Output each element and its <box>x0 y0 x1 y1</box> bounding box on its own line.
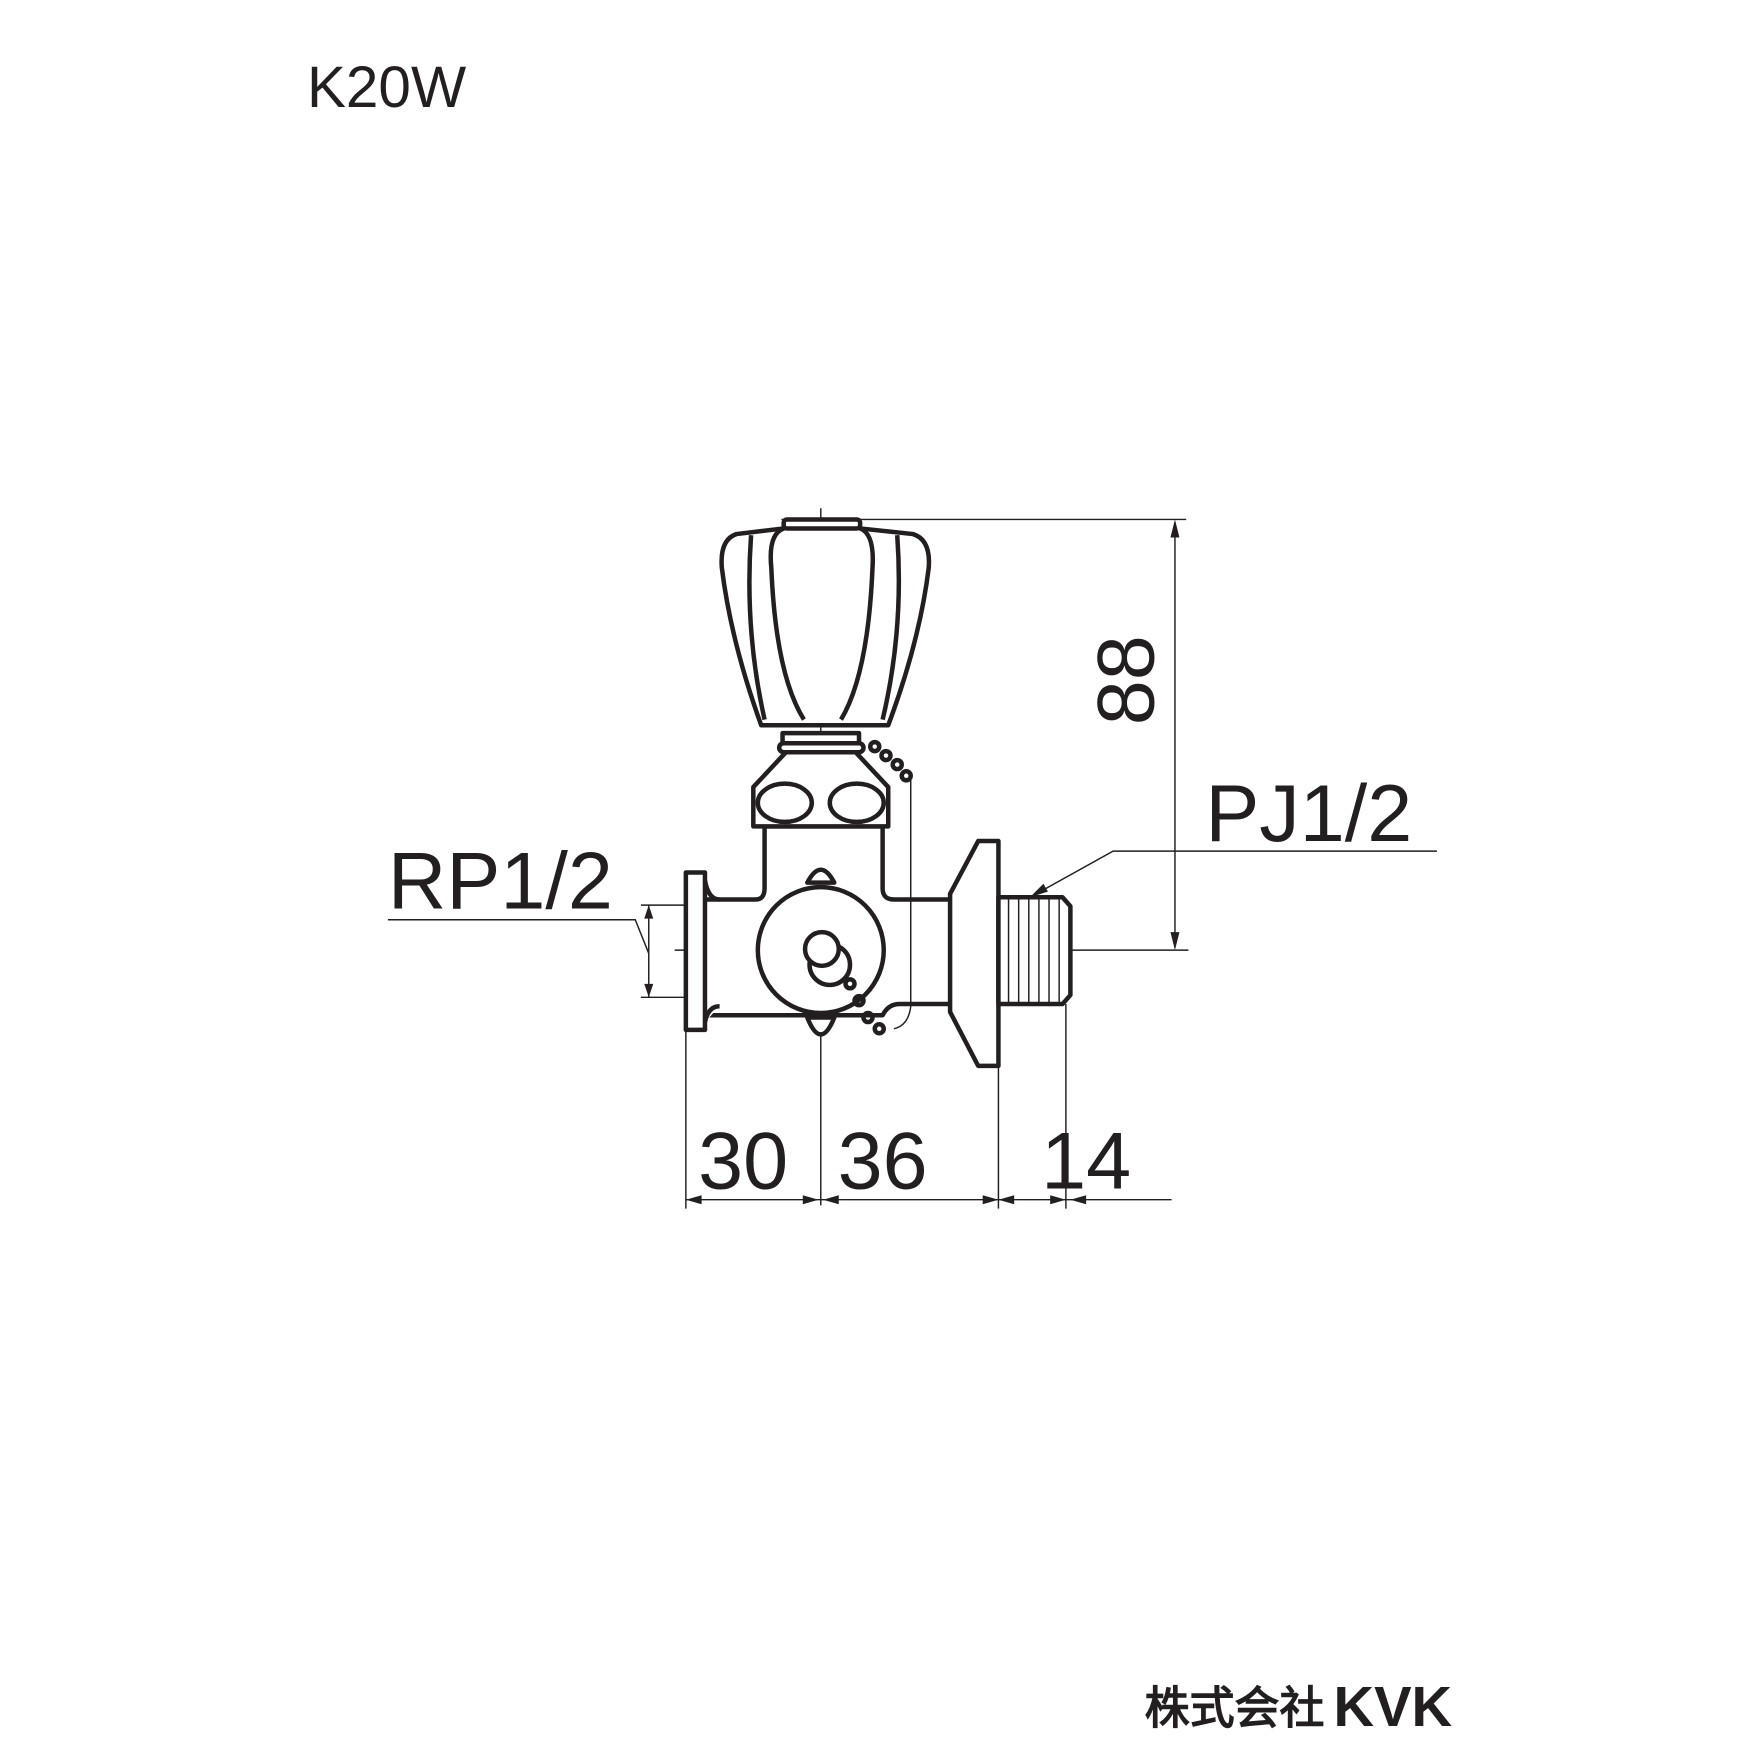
handle-knob <box>719 517 932 728</box>
brand-name: KVK <box>1333 1675 1452 1738</box>
inlet-thread-label: RP1/2 <box>388 836 613 926</box>
hex-nut <box>751 748 891 829</box>
inlet-label: RP1/2 <box>387 836 686 999</box>
collar <box>776 730 866 755</box>
outlet-flange <box>947 838 1073 1069</box>
dimension-14: 14 <box>1041 1116 1131 1206</box>
outlet-label: PJ1/2 <box>1029 769 1437 898</box>
company-name-jp: 株式会社 <box>1145 1683 1325 1734</box>
model-title: K20W <box>307 55 466 120</box>
dimension-height: 88 <box>1082 519 1180 951</box>
height-dimension-value: 88 <box>1082 635 1172 725</box>
company-logo: 株式会社 KVK <box>1145 1675 1453 1738</box>
dimension-36: 36 <box>838 1116 928 1206</box>
outlet-thread-label: PJ1/2 <box>1205 769 1412 859</box>
dimension-30: 30 <box>698 1116 788 1206</box>
chain <box>843 739 913 1036</box>
dimension-widths: 30 36 14 <box>685 1004 1172 1209</box>
